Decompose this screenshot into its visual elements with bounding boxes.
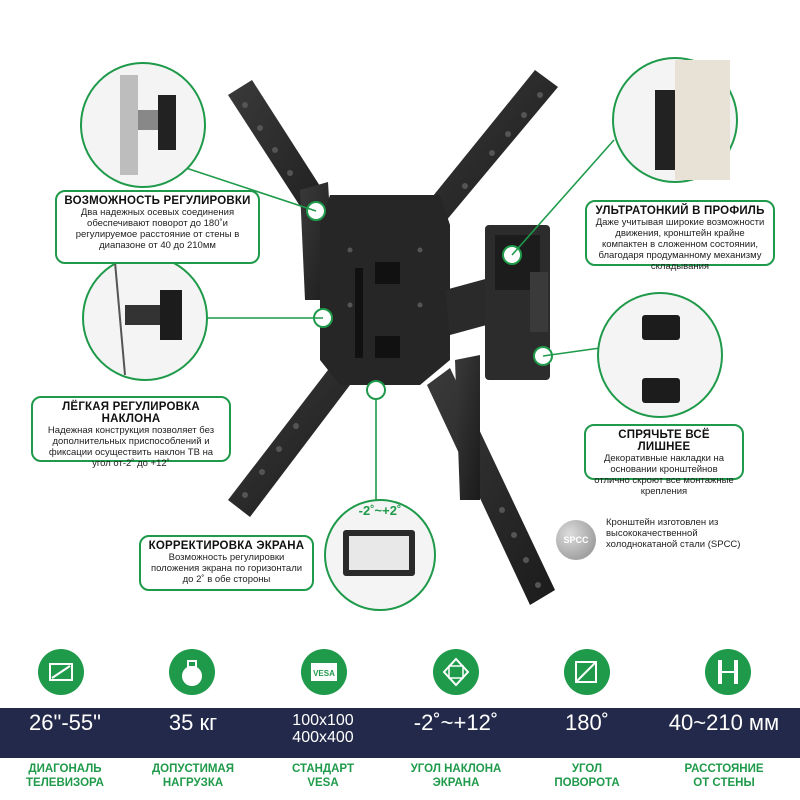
callout-adjust-title: ВОЗМОЖНОСТЬ РЕГУЛИРОВКИ <box>64 195 251 207</box>
spec-vesa-label: СТАНДАРТ VESA <box>258 762 388 790</box>
leader-lines <box>185 139 615 500</box>
callout-slim: УЛЬТРАТОНКИЙ В ПРОФИЛЬ Даже учитывая шир… <box>585 200 775 272</box>
spec-diagonal-label-2: ТЕЛЕВИЗОРА <box>26 777 104 789</box>
spcc-badge: SPCC <box>556 520 596 560</box>
callout-level-text: Возможность регулировки положения экрана… <box>150 552 303 585</box>
spec-vesa-value-2: 400x400 <box>292 729 354 746</box>
spec-swivel-label-1: УГОЛ <box>571 763 603 775</box>
wall-arm <box>445 225 550 380</box>
callout-tilt-title: ЛЁГКАЯ РЕГУЛИРОВКА НАКЛОНА <box>62 401 200 425</box>
bracket-illustration <box>80 57 738 611</box>
spec-tilt-label: УГОЛ НАКЛОНА ЭКРАНА <box>390 762 522 790</box>
spec-vesa-label-2: VESA <box>307 777 339 789</box>
spec-distance-value: 40~210 мм <box>668 710 780 735</box>
specs-band <box>0 708 800 758</box>
callout-slim-text: Даже учитывая широкие возможности движен… <box>595 217 765 272</box>
callout-level: КОРРЕКТИРОВКА ЭКРАНА Возможность регулир… <box>139 535 314 591</box>
spec-distance-label-2: ОТ СТЕНЫ <box>693 777 755 789</box>
spec-weight-label-1: ДОПУСТИМАЯ <box>151 763 235 775</box>
spec-diagonal-label-1: ДИАГОНАЛЬ <box>28 763 102 775</box>
tilt-angle-icon <box>433 649 479 695</box>
spec-weight-value: 35 кг <box>168 710 218 735</box>
vesa-icon-text: VESA <box>313 669 335 678</box>
detail-circles <box>80 57 738 611</box>
spec-tilt-label-2: ЭКРАНА <box>432 777 480 789</box>
vesa-icon: VESA <box>301 649 347 695</box>
wall-distance-icon <box>705 649 751 695</box>
spec-tilt-label-1: УГОЛ НАКЛОНА <box>410 763 502 775</box>
spec-swivel-label: УГОЛ ПОВОРОТА <box>522 762 652 790</box>
callout-adjust: ВОЗМОЖНОСТЬ РЕГУЛИРОВКИ Два надежных осе… <box>55 190 260 264</box>
spec-weight-label-2: НАГРУЗКА <box>162 777 224 789</box>
bracket-center-plate <box>320 195 450 385</box>
callout-level-title: КОРРЕКТИРОВКА ЭКРАНА <box>148 540 305 552</box>
spcc-text: Кронштейн изготовлен из высококачественн… <box>606 517 741 550</box>
callout-slim-title: УЛЬТРАТОНКИЙ В ПРОФИЛЬ <box>595 205 765 217</box>
callout-hide: СПРЯЧЬТЕ ВСЁ ЛИШНЕЕ Декоративные накладк… <box>584 424 744 497</box>
spec-vesa-value: 100x100 400x400 <box>258 712 388 746</box>
weight-icon <box>169 649 215 695</box>
spec-distance-label-1: РАССТОЯНИЕ <box>684 763 764 775</box>
swivel-angle-icon <box>564 649 610 695</box>
callout-adjust-text: Два надежных осевых соединения обеспечив… <box>75 207 240 251</box>
spec-diagonal-value: 26"-55" <box>29 710 101 735</box>
diagonal-icon <box>38 649 84 695</box>
spec-swivel-value: 180˚ <box>564 710 610 735</box>
spec-weight-label: ДОПУСТИМАЯ НАГРУЗКА <box>128 762 258 790</box>
callout-tilt-text: Надежная конструкция позволяет без допол… <box>47 425 215 469</box>
level-angle-badge: -2˚~+2˚ <box>358 503 402 518</box>
spec-swivel-label-2: ПОВОРОТА <box>554 777 620 789</box>
spec-vesa-label-1: СТАНДАРТ <box>292 763 354 775</box>
spec-distance-label: РАССТОЯНИЕ ОТ СТЕНЫ <box>648 762 800 790</box>
spec-diagonal-label: ДИАГОНАЛЬ ТЕЛЕВИЗОРА <box>0 762 130 790</box>
callout-tilt: ЛЁГКАЯ РЕГУЛИРОВКА НАКЛОНА Надежная конс… <box>31 396 231 469</box>
spec-vesa-value-1: 100x100 <box>292 712 354 729</box>
spec-tilt-value: -2˚~+12˚ <box>413 710 499 735</box>
callout-hide-title: СПРЯЧЬТЕ ВСЁ ЛИШНЕЕ <box>618 429 710 453</box>
bracket-holes <box>242 92 543 588</box>
callout-hide-text: Декоративные накладки на основании кронш… <box>594 453 734 497</box>
